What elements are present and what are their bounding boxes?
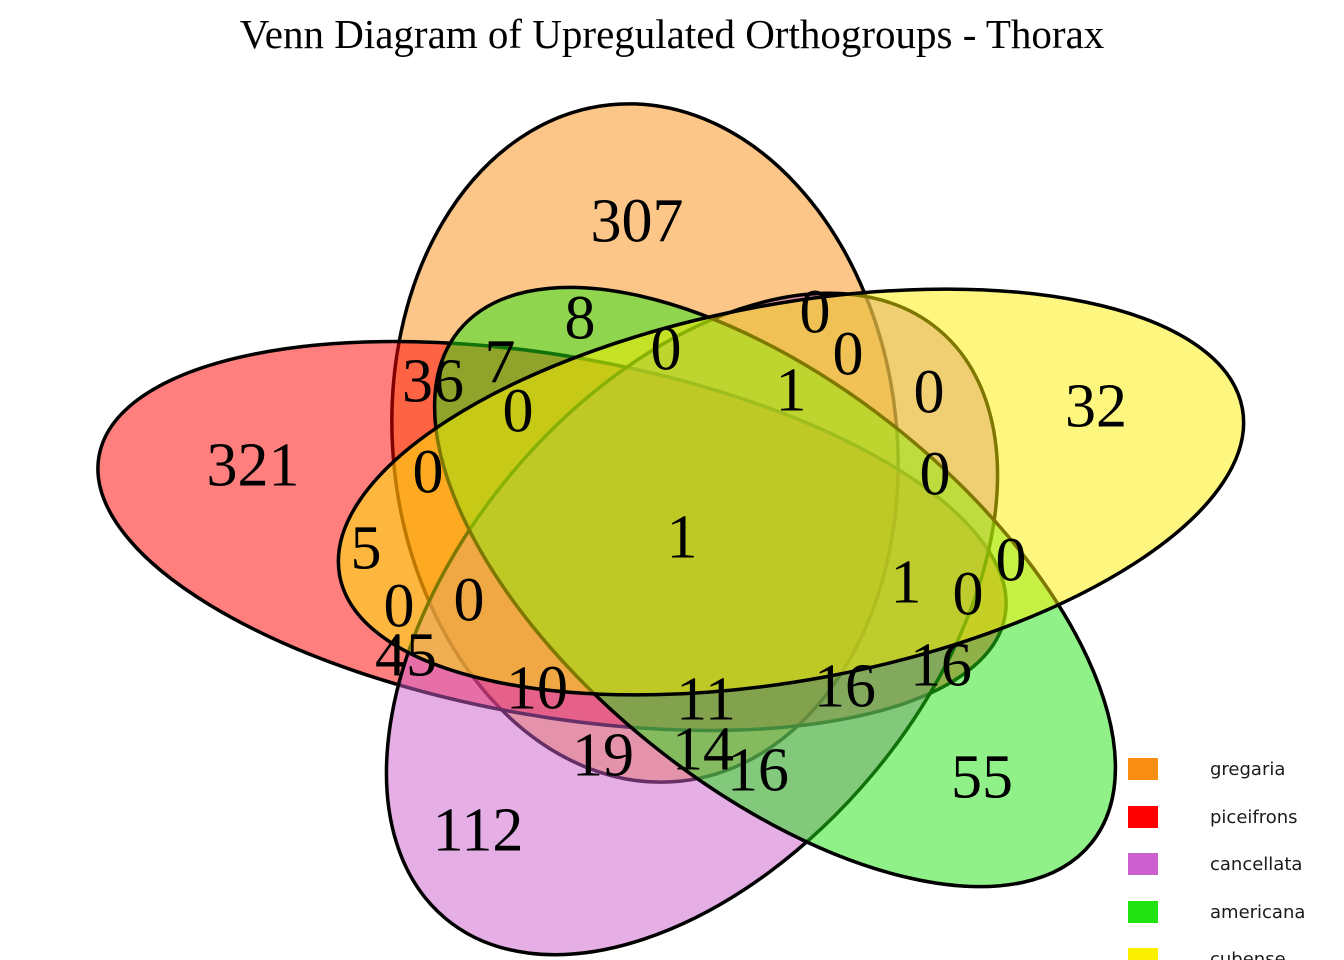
legend-swatch-piceifrons — [1128, 806, 1158, 828]
legend-label: gregaria — [1210, 758, 1286, 780]
legend-item-piceifrons: piceifrons — [1128, 806, 1298, 828]
region-count: 16 — [727, 736, 789, 804]
region-count: 32 — [1065, 372, 1127, 440]
region-count: 7 — [485, 328, 516, 396]
chart-title: Venn Diagram of Upregulated Orthogroups … — [239, 11, 1105, 57]
region-count: 5 — [351, 514, 382, 582]
region-count: 14 — [672, 715, 734, 783]
legend-swatch-gregaria — [1128, 758, 1158, 780]
region-count: 10 — [506, 654, 568, 722]
ellipse-cubense — [336, 287, 1246, 697]
region-count: 0 — [833, 320, 864, 388]
region-count: 0 — [454, 566, 485, 634]
region-count: 0 — [413, 438, 444, 506]
legend-swatch-cubense — [1128, 948, 1158, 960]
region-count: 112 — [433, 796, 524, 864]
legend-item-americana: americana — [1128, 901, 1305, 923]
region-count: 0 — [800, 278, 831, 346]
region-count: 8 — [565, 284, 596, 352]
region-count: 0 — [914, 358, 945, 426]
region-count: 0 — [920, 440, 951, 508]
legend-item-cancellata: cancellata — [1128, 853, 1302, 875]
legend-label: cubense — [1210, 948, 1286, 960]
legend-label: americana — [1210, 901, 1306, 923]
region-count: 0 — [953, 560, 984, 628]
legend-label: piceifrons — [1210, 806, 1298, 828]
legend-label: cancellata — [1210, 853, 1303, 875]
legend-item-gregaria: gregaria — [1128, 758, 1285, 780]
region-count: 0 — [384, 572, 415, 640]
region-count: 1 — [776, 356, 807, 424]
region-count: 36 — [402, 347, 464, 415]
region-count: 11 — [676, 665, 736, 733]
region-count: 0 — [996, 526, 1027, 594]
region-count: 16 — [910, 631, 972, 699]
region-count: 1 — [891, 548, 922, 616]
region-count: 16 — [814, 652, 876, 720]
region-count: 45 — [375, 621, 437, 689]
region-count: 307 — [591, 187, 684, 255]
legend-swatch-americana — [1128, 901, 1158, 923]
legend-item-cubense: cubense — [1128, 948, 1286, 960]
region-count: 0 — [503, 377, 534, 445]
region-count: 19 — [572, 721, 634, 789]
region-count: 1 — [667, 503, 698, 571]
region-count: 0 — [651, 315, 682, 383]
region-count: 321 — [207, 431, 300, 499]
region-count: 55 — [951, 743, 1013, 811]
legend-swatch-cancellata — [1128, 853, 1158, 875]
